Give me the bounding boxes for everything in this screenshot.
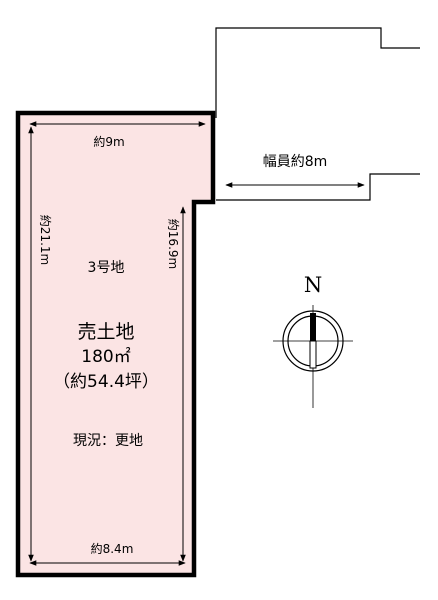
dimension-lines [28,121,365,566]
neighbor-boundary [215,27,420,201]
width-top-label: 約9m [93,134,124,149]
depth-left-label: 約21.1m [38,215,53,265]
lot-number: 3号地 [88,260,125,276]
north-label: N [304,273,322,297]
lot-title: 売土地 [77,321,134,343]
lot-outline [15,110,216,578]
depth-right-label: 約16.9m [166,219,181,269]
road-width-label: 幅員約8m [263,154,328,170]
lot-area-tsubo: （約54.4坪） [53,372,159,392]
width-bottom-label: 約8.4m [91,541,134,556]
north-compass-icon: N [273,273,353,408]
lot-status: 現況：更地 [73,433,143,449]
lot-area-m2: 180㎡ [81,347,130,367]
